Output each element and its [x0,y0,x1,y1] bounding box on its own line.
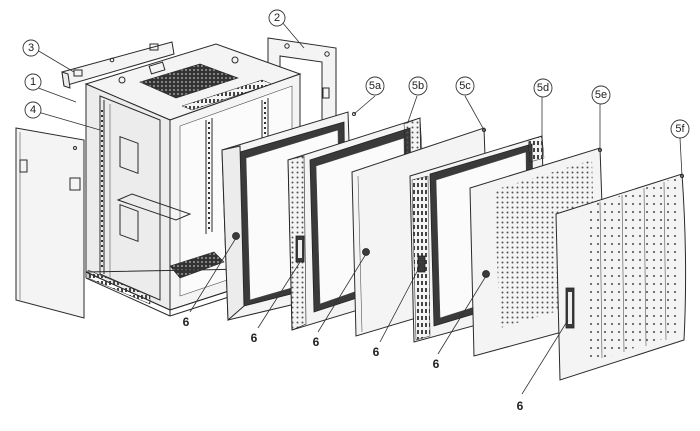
callout-5d: 5d [533,78,553,98]
callout-3: 3 [22,39,40,57]
wall-rail-part-3 [61,41,175,89]
leader-lines [32,21,683,395]
callout-4: 4 [24,101,42,119]
handle-label-6: 6 [313,335,320,349]
callout-5e: 5e [591,85,611,105]
handle-label-6: 6 [373,345,380,359]
callout-5b-label: 5b [412,80,424,92]
callout-5e-label: 5e [595,89,607,101]
callout-5f-label: 5f [675,123,685,135]
callout-5d-label: 5d [537,82,549,94]
handle-label-6: 6 [251,331,258,345]
callout-5f: 5f [670,119,690,139]
door-5f [555,173,687,381]
callout-3-label: 3 [28,42,34,54]
callout-4-label: 4 [30,104,36,116]
handle-label-6: 6 [433,357,440,371]
handle-label-6: 6 [517,399,524,413]
callout-5c: 5c [455,76,475,96]
callout-1: 1 [24,73,42,91]
handle-label-6: 6 [183,315,190,329]
callout-2: 2 [268,9,286,27]
callout-5c-label: 5c [459,80,471,92]
callout-5a-label: 5a [369,80,382,92]
side-panel-part-4 [15,127,85,319]
callout-5b: 5b [408,76,428,96]
callout-2-label: 2 [274,12,280,24]
callout-1-label: 1 [30,76,36,88]
callout-5a: 5a [365,76,385,96]
